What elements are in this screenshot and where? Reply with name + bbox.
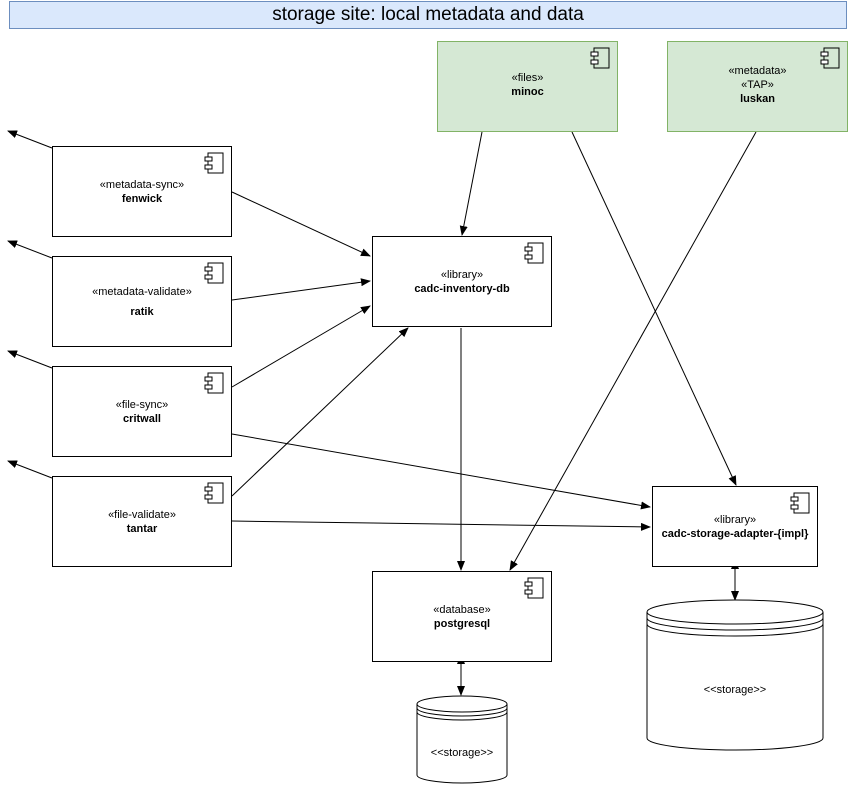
fenwick-to-inventory — [231, 191, 371, 257]
storage-label-large: <<storage>> — [703, 684, 767, 696]
fenwick-stereotype: «metadata-sync» — [99, 178, 185, 191]
inventory-stereotype: «library» — [440, 268, 484, 281]
tantar-to-adapter — [231, 520, 651, 531]
component-ratik: «metadata-validate» ratik — [52, 256, 232, 347]
critwall-stereotype: «file-sync» — [115, 398, 169, 411]
component-fenwick: «metadata-sync» fenwick — [52, 146, 232, 237]
ratik-external-arrow — [7, 240, 53, 259]
minoc-name: minoc — [511, 86, 544, 98]
ratik-stereotype: «metadata-validate» — [92, 285, 192, 298]
component-adapter: «library» cadc-storage-adapter-{impl} — [652, 486, 818, 567]
component-critwall: «file-sync» critwall — [52, 366, 232, 457]
critwall-name: critwall — [123, 412, 161, 425]
component-luskan: «metadata» «TAP» luskan — [667, 41, 848, 132]
component-postgres: «database» postgresql — [372, 571, 552, 662]
minoc-to-inventory — [459, 131, 483, 236]
component-icon — [590, 47, 610, 69]
storage-label-small: <<storage>> — [430, 747, 494, 759]
fenwick-name: fenwick — [121, 192, 163, 205]
tantar-to-inventory — [231, 327, 409, 497]
fenwick-external-arrow — [7, 130, 53, 149]
critwall-external-arrow — [7, 350, 53, 369]
ratik-to-inventory — [231, 278, 371, 301]
component-icon — [204, 262, 224, 284]
luskan-to-postgres — [509, 131, 757, 571]
tantar-external-arrow — [7, 460, 53, 479]
minoc-stereotype: «files» — [511, 72, 544, 84]
critwall-to-inventory — [231, 305, 371, 388]
adapter-name: cadc-storage-adapter-{impl} — [661, 527, 809, 540]
critwall-to-adapter — [231, 433, 651, 510]
component-tantar: «file-validate» tantar — [52, 476, 232, 567]
component-icon — [820, 47, 840, 69]
luskan-stereotype-tap: «TAP» — [741, 79, 774, 91]
tantar-name: tantar — [126, 522, 158, 535]
component-icon — [204, 372, 224, 394]
ratik-name: ratik — [130, 305, 154, 318]
diagram-title: storage site: local metadata and data — [9, 1, 847, 29]
adapter-stereotype: «library» — [713, 513, 757, 526]
tantar-stereotype: «file-validate» — [108, 508, 176, 521]
luskan-stereotype: «metadata» — [728, 65, 787, 77]
component-icon — [524, 577, 544, 599]
postgres-stereotype: «database» — [433, 603, 491, 616]
storage-cylinder-large — [646, 599, 824, 751]
postgres-name: postgresql — [433, 617, 491, 630]
component-inventory: «library» cadc-inventory-db — [372, 236, 552, 327]
component-icon — [790, 492, 810, 514]
component-icon — [524, 242, 544, 264]
component-icon — [204, 152, 224, 174]
luskan-name: luskan — [740, 93, 775, 105]
storage-cylinder-small — [416, 695, 508, 784]
minoc-to-adapter — [571, 131, 737, 486]
component-minoc: «files» minoc — [437, 41, 618, 132]
component-icon — [204, 482, 224, 504]
inventory-name: cadc-inventory-db — [414, 282, 510, 295]
